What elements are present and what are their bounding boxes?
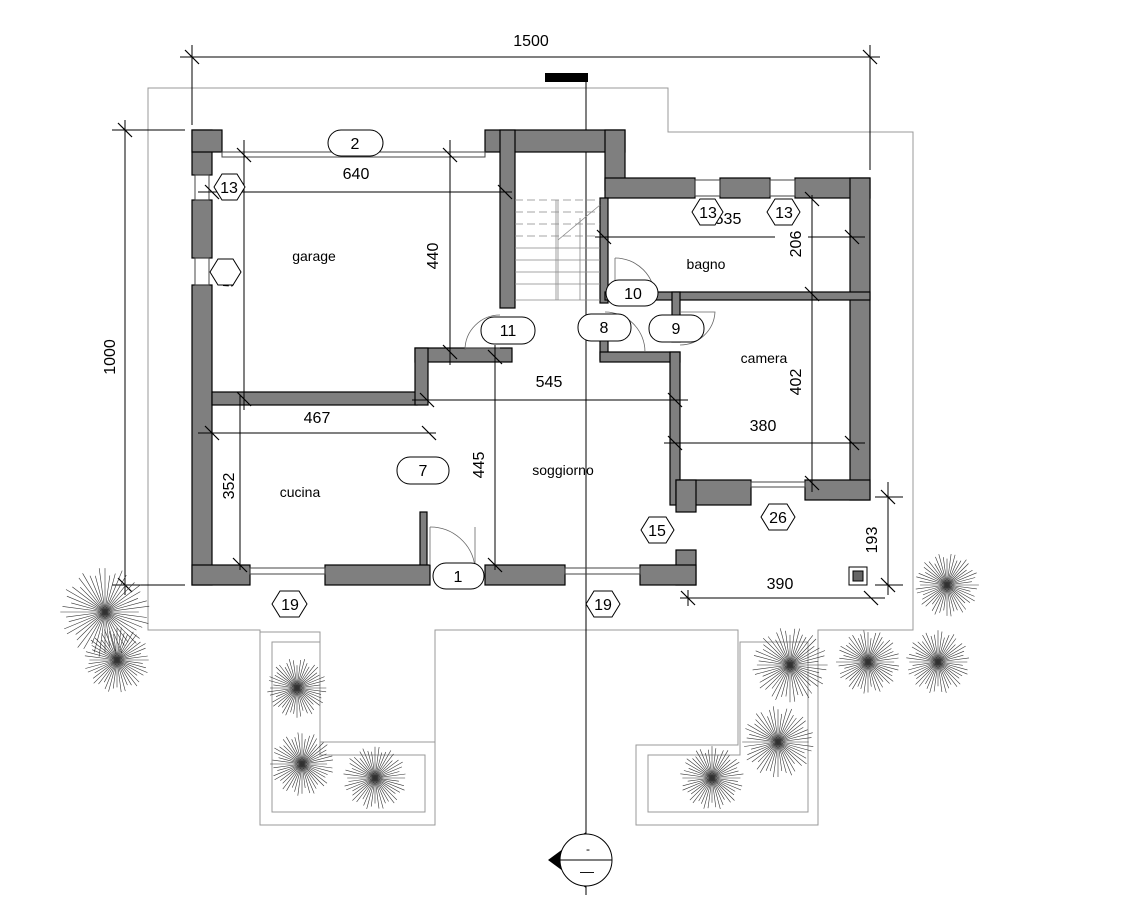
tag-garage-door: 2 [327, 129, 384, 157]
tag-window-26: 26 [760, 503, 796, 531]
trees [60, 553, 979, 809]
dim-soggiorno-width: 545 [536, 374, 563, 391]
dim-overall-depth: 1000 [102, 339, 119, 375]
tag-window-13-bagno-2: 13 [766, 198, 801, 226]
dim-garage-width: 640 [343, 166, 370, 183]
dim-cucina-depth: 352 [221, 473, 238, 500]
tree-symbol [752, 628, 828, 703]
dim-soggiorno-depth: 445 [471, 452, 488, 479]
room-label-camera: camera [741, 350, 788, 366]
tree-symbol [906, 630, 970, 693]
dim-bagno-depth: 206 [788, 231, 805, 258]
svg-text:8: 8 [600, 320, 609, 337]
tag-window-15: 15 [640, 516, 675, 544]
svg-text:13: 13 [220, 180, 238, 197]
svg-text:-: - [586, 842, 590, 856]
room-label-garage: garage [292, 248, 336, 264]
svg-text:13: 13 [775, 205, 793, 222]
dim-porch-depth: 193 [864, 527, 881, 554]
dimension-lines [112, 45, 903, 606]
dim-garage-depth: 440 [425, 243, 442, 270]
svg-text:11: 11 [500, 323, 517, 340]
svg-text:13: 13 [699, 205, 717, 222]
garden-left [259, 631, 436, 826]
tag-window-19-cucina: 19 [271, 590, 308, 618]
svg-text:10: 10 [624, 286, 642, 303]
tree-symbol [915, 553, 979, 617]
tree-symbol [343, 746, 406, 809]
svg-text:19: 19 [594, 597, 612, 614]
tag-door-7: 7 [396, 456, 450, 485]
tree-symbol [742, 706, 814, 778]
tag-window-13-left-1: 13 [213, 173, 246, 201]
tag-door-11: 11 [480, 316, 536, 345]
svg-text:15: 15 [648, 523, 666, 540]
dim-camera-depth: 402 [788, 369, 805, 396]
tag-door-9: 9 [648, 314, 705, 343]
svg-text:2: 2 [351, 136, 360, 153]
svg-text:1: 1 [454, 569, 463, 586]
svg-text:9: 9 [672, 321, 681, 338]
tree-symbol [267, 659, 327, 718]
tree-symbol [680, 746, 744, 809]
dim-overall-width: 1500 [513, 33, 549, 50]
tree-symbol [60, 568, 150, 657]
dim-cucina-width: 467 [304, 410, 331, 427]
svg-text:19: 19 [281, 597, 299, 614]
tag-window-13-left-2: 13 [209, 258, 242, 286]
porch-pillar [848, 566, 868, 586]
svg-text:—: — [580, 863, 594, 879]
room-label-soggiorno: soggiorno [532, 462, 594, 478]
section-marker: - — [548, 832, 613, 888]
svg-text:7: 7 [419, 463, 428, 480]
tag-door-10: 10 [605, 279, 659, 307]
svg-text:26: 26 [769, 510, 787, 527]
dim-porch-width: 390 [767, 576, 794, 593]
room-label-bagno: bagno [687, 256, 726, 272]
tree-symbol [836, 630, 900, 694]
tag-entrance-1: 1 [432, 562, 485, 590]
walls [191, 129, 871, 586]
tag-window-19-soggiorno: 19 [585, 590, 621, 618]
tag-window-13-bagno-1: 13 [691, 198, 724, 226]
room-label-cucina: cucina [280, 484, 321, 500]
tag-door-8: 8 [577, 313, 632, 342]
tree-symbol [270, 732, 334, 796]
staircase [515, 199, 601, 301]
dim-camera-width: 380 [750, 418, 777, 435]
tree-symbol [84, 627, 149, 693]
axis-top-marker [545, 73, 588, 82]
